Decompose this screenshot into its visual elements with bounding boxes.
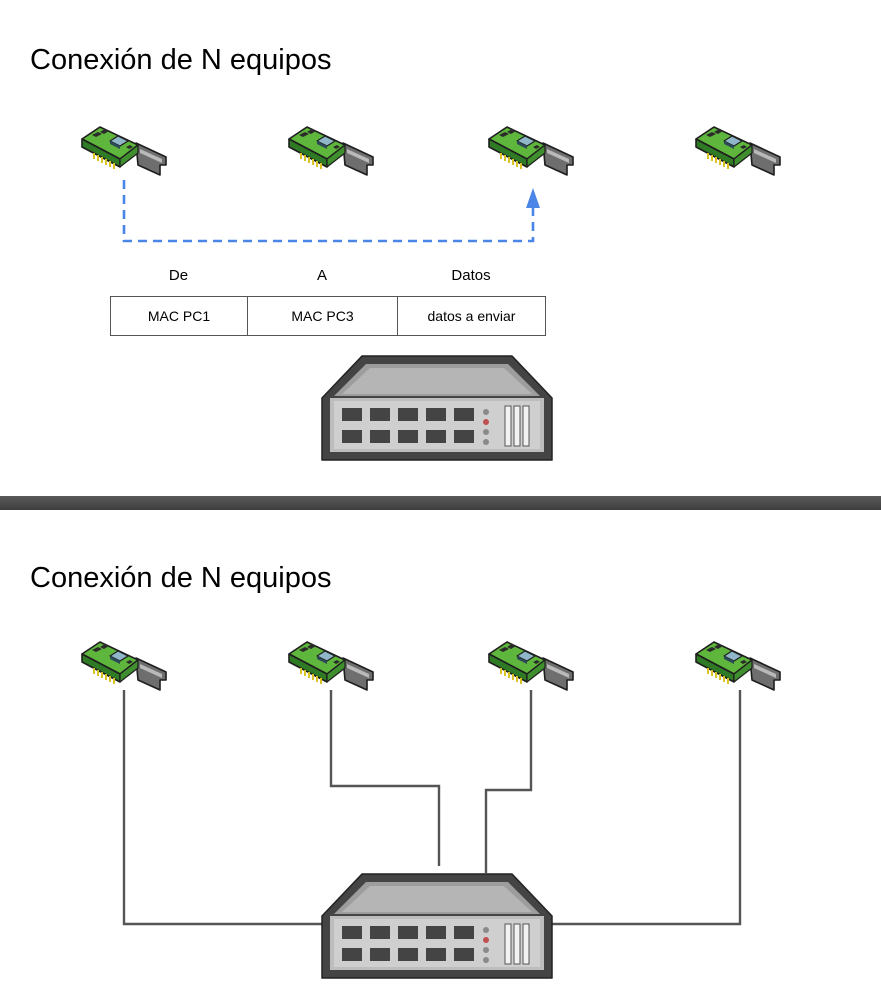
frame-header-data: Datos [451, 267, 491, 284]
cable-pc2 [329, 690, 441, 866]
network-switch-icon [321, 355, 553, 461]
unicast-diagram [81, 126, 781, 461]
network-card-icon-pc1 [81, 641, 167, 691]
arrow-head-icon [526, 188, 540, 208]
cables [122, 690, 742, 926]
slide-title: Conexión de N equipos [30, 44, 332, 76]
network-card-icon-pc4 [695, 126, 781, 176]
frame-row: MAC PC1 MAC PC3 datos a enviar [110, 296, 546, 336]
frame-cell-source-mac: MAC PC1 [110, 296, 248, 336]
network-switch-icon [321, 873, 553, 979]
frame-header-source: De [168, 267, 189, 284]
network-card-icon-pc2 [288, 126, 374, 176]
slide-unicast-frame: Conexión de N equipos De A Datos MAC PC1… [0, 0, 881, 496]
frame-cell-payload: datos a enviar [397, 296, 546, 336]
cable-pc1 [122, 690, 322, 926]
ethernet-frame-table: MAC PC1 MAC PC3 datos a enviar [110, 296, 546, 336]
slide-divider [0, 496, 881, 510]
network-card-icon-pc1 [81, 126, 167, 176]
frame-header-destination: A [316, 267, 327, 284]
frame-cell-destination-mac: MAC PC3 [247, 296, 398, 336]
cable-pc3 [484, 690, 533, 873]
network-card-icon-pc2 [288, 641, 374, 691]
slide-title: Conexión de N equipos [30, 562, 332, 594]
frame-path-arrow [122, 180, 535, 243]
slide-switch-topology: Conexión de N equipos [0, 510, 881, 1001]
cable-pc4 [552, 690, 742, 926]
network-card-icon-pc3 [488, 641, 574, 691]
network-card-icon-pc3 [488, 126, 574, 176]
network-card-icon-pc4 [695, 641, 781, 691]
switch-topology-diagram [81, 641, 781, 979]
